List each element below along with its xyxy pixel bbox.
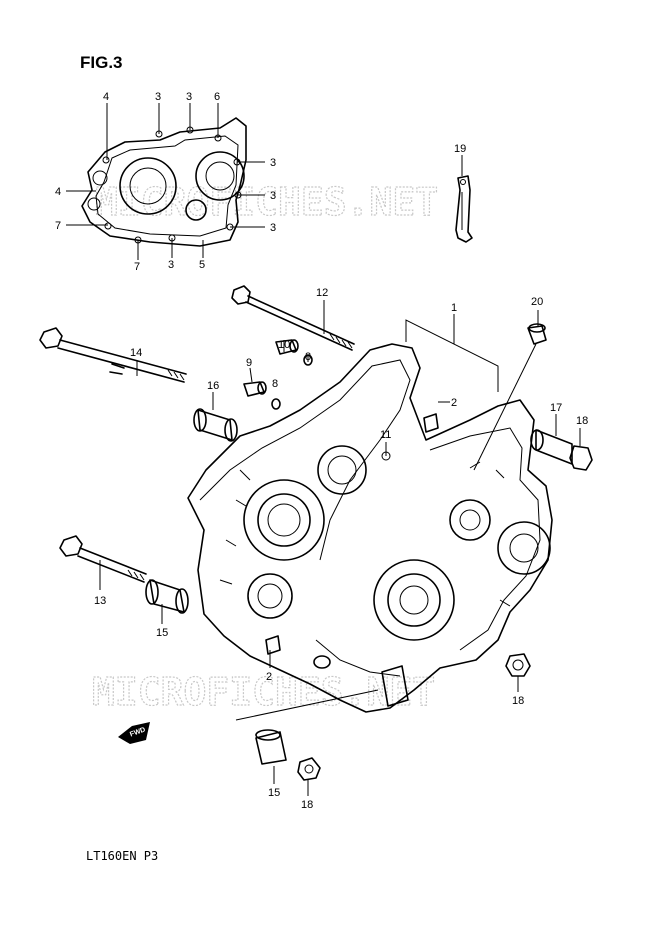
callout-7-left: 7 [55, 220, 61, 232]
callout-18-middle: 18 [512, 695, 524, 707]
callout-2-upper: 2 [451, 397, 457, 409]
callout-1: 1 [451, 302, 457, 314]
callout-3-a: 3 [155, 91, 161, 103]
callout-4-left: 4 [55, 186, 61, 198]
fwd-arrow-icon: FWD [118, 722, 150, 744]
footer-code: LT160EN P3 [86, 849, 158, 863]
callout-3-c: 3 [270, 157, 276, 169]
figure-title: FIG.3 [80, 53, 123, 72]
bushing-15-left [145, 579, 189, 624]
callout-6: 6 [214, 91, 220, 103]
plug-20 [473, 310, 547, 471]
callout-4-top: 4 [103, 91, 109, 103]
callout-11: 11 [380, 429, 391, 441]
cable-guide-part [455, 155, 473, 243]
callout-8-lower: 8 [272, 378, 278, 390]
callout-7-bottom: 7 [134, 261, 140, 273]
callout-17: 17 [550, 402, 562, 414]
callout-18-right: 18 [576, 415, 588, 427]
callout-15-left: 15 [156, 627, 168, 639]
watermark-top: MICROFICHES.NET [95, 180, 438, 224]
callout-16: 16 [207, 380, 219, 392]
callout-3-f: 3 [168, 259, 174, 271]
part-1-bracket [405, 314, 499, 392]
long-bolt-14 [39, 327, 187, 383]
inset-leader-lines [66, 103, 265, 260]
bushing-17-nut-18-right [530, 414, 593, 471]
nut-18-middle [505, 653, 531, 692]
watermark-bottom: MICROFICHES.NET [92, 670, 435, 714]
bushing-15-nut-18-bottom [235, 689, 379, 796]
callout-20: 20 [531, 296, 543, 308]
callout-10: 10 [278, 339, 290, 351]
callout-5: 5 [199, 259, 205, 271]
long-bolt-12 [231, 285, 355, 351]
callout-labels: 4 3 3 6 3 3 3 4 7 7 3 5 19 12 20 1 10 8 … [55, 91, 588, 811]
callout-12: 12 [316, 287, 328, 299]
callout-18-bottom: 18 [301, 799, 313, 811]
crankcase-gasket-inset [81, 117, 247, 247]
callout-3-b: 3 [186, 91, 192, 103]
callout-2-lower: 2 [266, 671, 272, 683]
crankcase-body [187, 343, 553, 713]
callout-14: 14 [130, 347, 142, 359]
callout-13: 13 [94, 595, 106, 607]
small-pins-group [243, 339, 313, 410]
callout-15-bottom: 15 [268, 787, 280, 799]
dowels-2 [269, 401, 450, 668]
callout-19: 19 [454, 143, 466, 155]
callout-8-upper: 8 [305, 351, 311, 363]
callout-3-d: 3 [270, 190, 276, 202]
callout-9: 9 [246, 357, 252, 369]
bolt-13 [59, 535, 147, 590]
bushing-16 [193, 392, 238, 442]
callout-3-e: 3 [270, 222, 276, 234]
